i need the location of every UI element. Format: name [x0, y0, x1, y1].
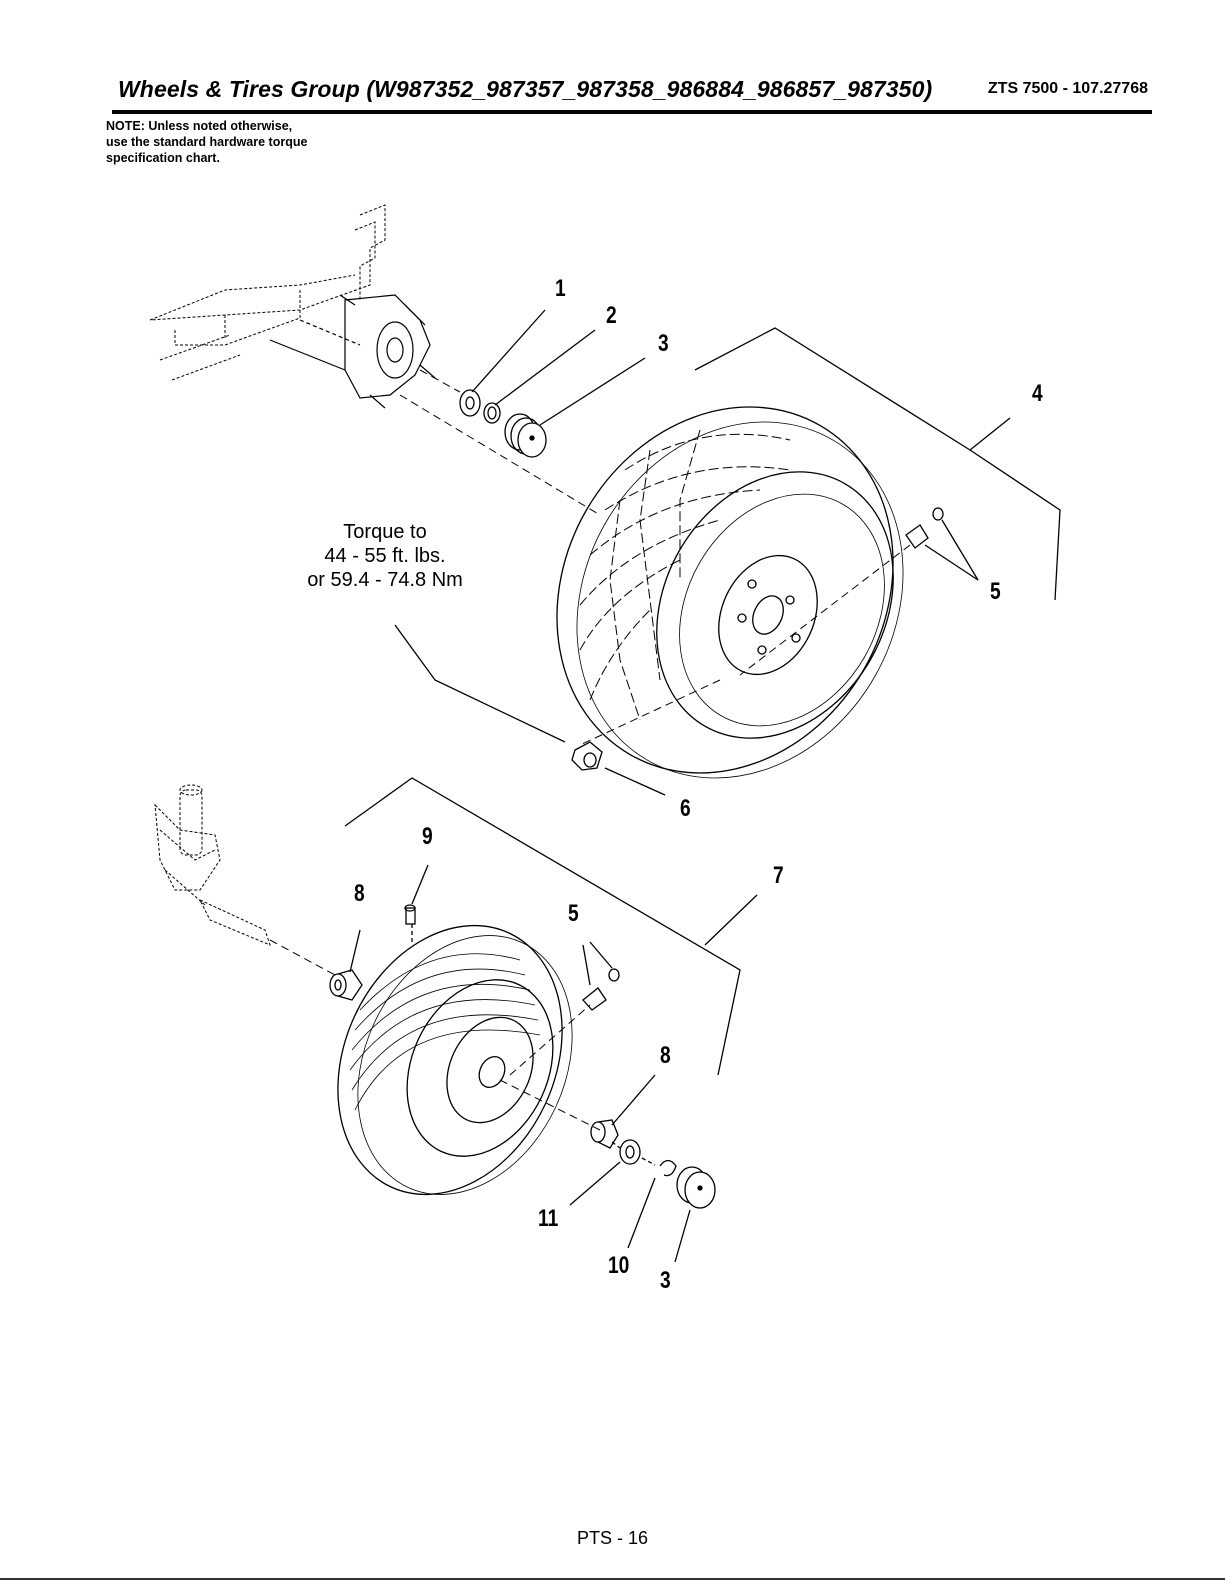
- callout-7: 7: [773, 862, 784, 890]
- wheel-hub: [270, 295, 435, 408]
- callout-1: 1: [555, 275, 566, 303]
- leader-6: [605, 768, 665, 795]
- ring-2: [484, 403, 500, 423]
- bracket-4: [695, 328, 1060, 600]
- callout-9: 9: [422, 823, 433, 851]
- rear-tire: [491, 345, 966, 837]
- torque-leader: [395, 625, 565, 742]
- bottom-rule: [0, 1578, 1225, 1580]
- torque-line: or 59.4 - 74.8 Nm: [280, 568, 490, 592]
- washer-11: [620, 1140, 640, 1164]
- clip-10: [660, 1161, 676, 1176]
- callout-8-lower: 8: [660, 1042, 671, 1070]
- leader-5b: [590, 942, 612, 968]
- leader-8a: [350, 930, 360, 972]
- grease-fitting-9: [405, 905, 415, 924]
- callout-11: 11: [538, 1205, 558, 1233]
- valve-stem-5a: [906, 508, 943, 548]
- callout-8: 8: [354, 880, 365, 908]
- lug-nut-6: [572, 742, 602, 770]
- callout-3: 3: [658, 330, 669, 358]
- callout-6: 6: [680, 795, 691, 823]
- torque-line: 44 - 55 ft. lbs.: [280, 544, 490, 568]
- page-number: PTS - 16: [0, 1528, 1225, 1549]
- leader-11: [570, 1162, 620, 1205]
- torque-line: Torque to: [280, 520, 490, 544]
- callout-2: 2: [606, 302, 617, 330]
- leader-3b: [675, 1210, 690, 1262]
- leader-1: [472, 310, 545, 392]
- caster-yoke: [155, 785, 270, 945]
- leader-7: [705, 895, 757, 945]
- torque-spec-label: Torque to 44 - 55 ft. lbs. or 59.4 - 74.…: [280, 520, 490, 592]
- spacer-8a: [330, 970, 362, 1000]
- callout-5: 5: [990, 578, 1001, 606]
- callout-10: 10: [608, 1252, 629, 1280]
- leader-5a: [942, 520, 978, 580]
- callout-5-lower: 5: [568, 900, 579, 928]
- leader-10: [628, 1178, 655, 1248]
- cap-3b: [677, 1167, 715, 1208]
- leader-4: [970, 418, 1010, 450]
- leader-8b: [612, 1075, 655, 1125]
- callout-4: 4: [1032, 380, 1043, 408]
- frame-bracket: [150, 205, 385, 380]
- callout-3-lower: 3: [660, 1267, 671, 1295]
- washer-1: [460, 390, 480, 416]
- cap-3: [505, 414, 546, 457]
- front-tire: [296, 889, 613, 1232]
- leader-3: [540, 358, 645, 425]
- leader-9: [412, 865, 428, 904]
- leader-2: [495, 330, 595, 405]
